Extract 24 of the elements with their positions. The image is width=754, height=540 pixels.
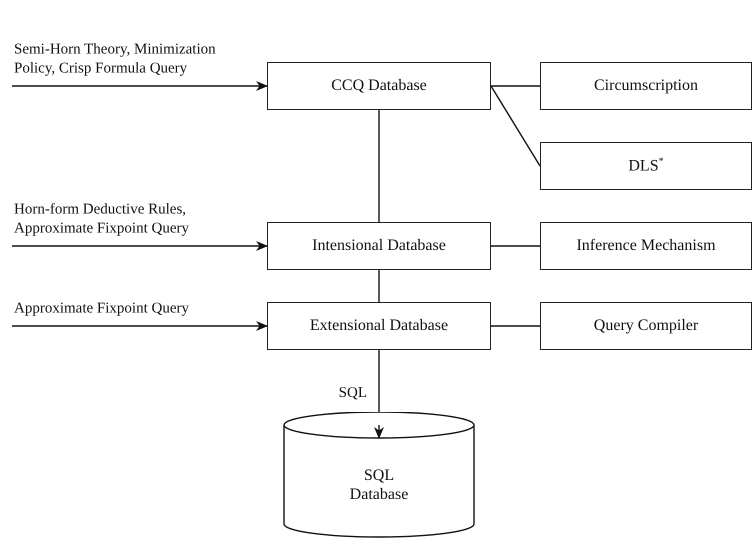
- process-box: [540, 142, 752, 190]
- process-box: [267, 302, 491, 350]
- connector-line: [490, 86, 541, 166]
- connector-line: [378, 270, 380, 302]
- process-box: [267, 62, 491, 110]
- box-label: Inference Mechanism: [576, 236, 716, 256]
- box-label: Extensional Database: [310, 316, 448, 336]
- box-label: Intensional Database: [312, 236, 446, 256]
- box-label: DLS$^{*}$: [628, 156, 664, 176]
- process-box: [540, 302, 752, 350]
- connector-line: [491, 245, 540, 247]
- arrow: [12, 321, 268, 331]
- box-label: Circumscription: [594, 76, 698, 96]
- arrow: [12, 241, 268, 251]
- box-label: Query Compiler: [594, 316, 698, 336]
- process-box: [540, 62, 752, 110]
- connector-line: [491, 325, 540, 327]
- process-box: [267, 222, 491, 270]
- connector-line: [491, 85, 540, 87]
- box-label: CCQ Database: [331, 76, 427, 96]
- database-label: SQL Database: [348, 466, 410, 504]
- process-box: [540, 222, 752, 270]
- connector-line: [378, 110, 380, 222]
- arrow: [12, 81, 268, 91]
